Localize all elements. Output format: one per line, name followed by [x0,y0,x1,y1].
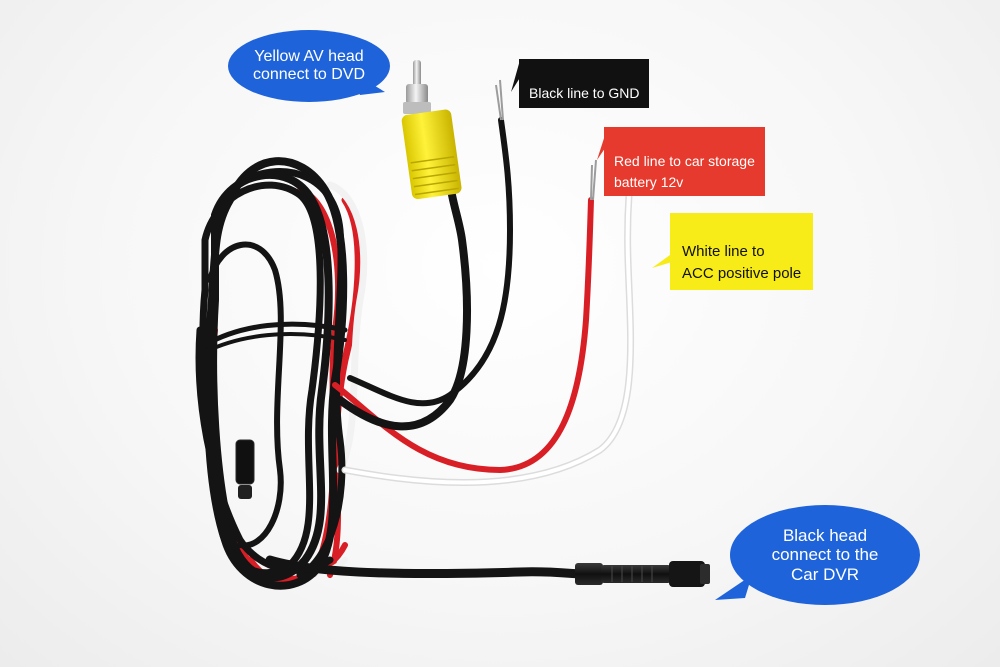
black-head-callout-tail [715,575,752,600]
red-battery-callout: Red line to car storage battery 12v [604,127,765,196]
white-acc-callout: White line to ACC positive pole [670,213,814,291]
black-head-connector [575,561,710,587]
black-gnd-callout-text: Black line to GND [529,85,640,102]
black-gnd-callout: Black line to GND [519,59,650,108]
yellow-av-callout-text: Yellow AV head connect to DVD [252,47,366,83]
lead-to-dvr [265,555,585,579]
red-battery-callout-text: Red line to car storage battery 12v [614,153,755,190]
fan-out-wires [332,117,635,486]
white-acc-callout-tail [652,255,672,268]
black-head-callout-text: Black head connect to the Car DVR [771,525,879,584]
white-acc-callout-text: White line to ACC positive pole [682,242,802,282]
yellow-av-callout: Yellow AV head connect to DVD [228,30,390,102]
black-head-callout: Black head connect to the Car DVR [730,505,920,605]
rca-yellow-plug [401,60,462,200]
coil-black-loops [195,157,348,590]
